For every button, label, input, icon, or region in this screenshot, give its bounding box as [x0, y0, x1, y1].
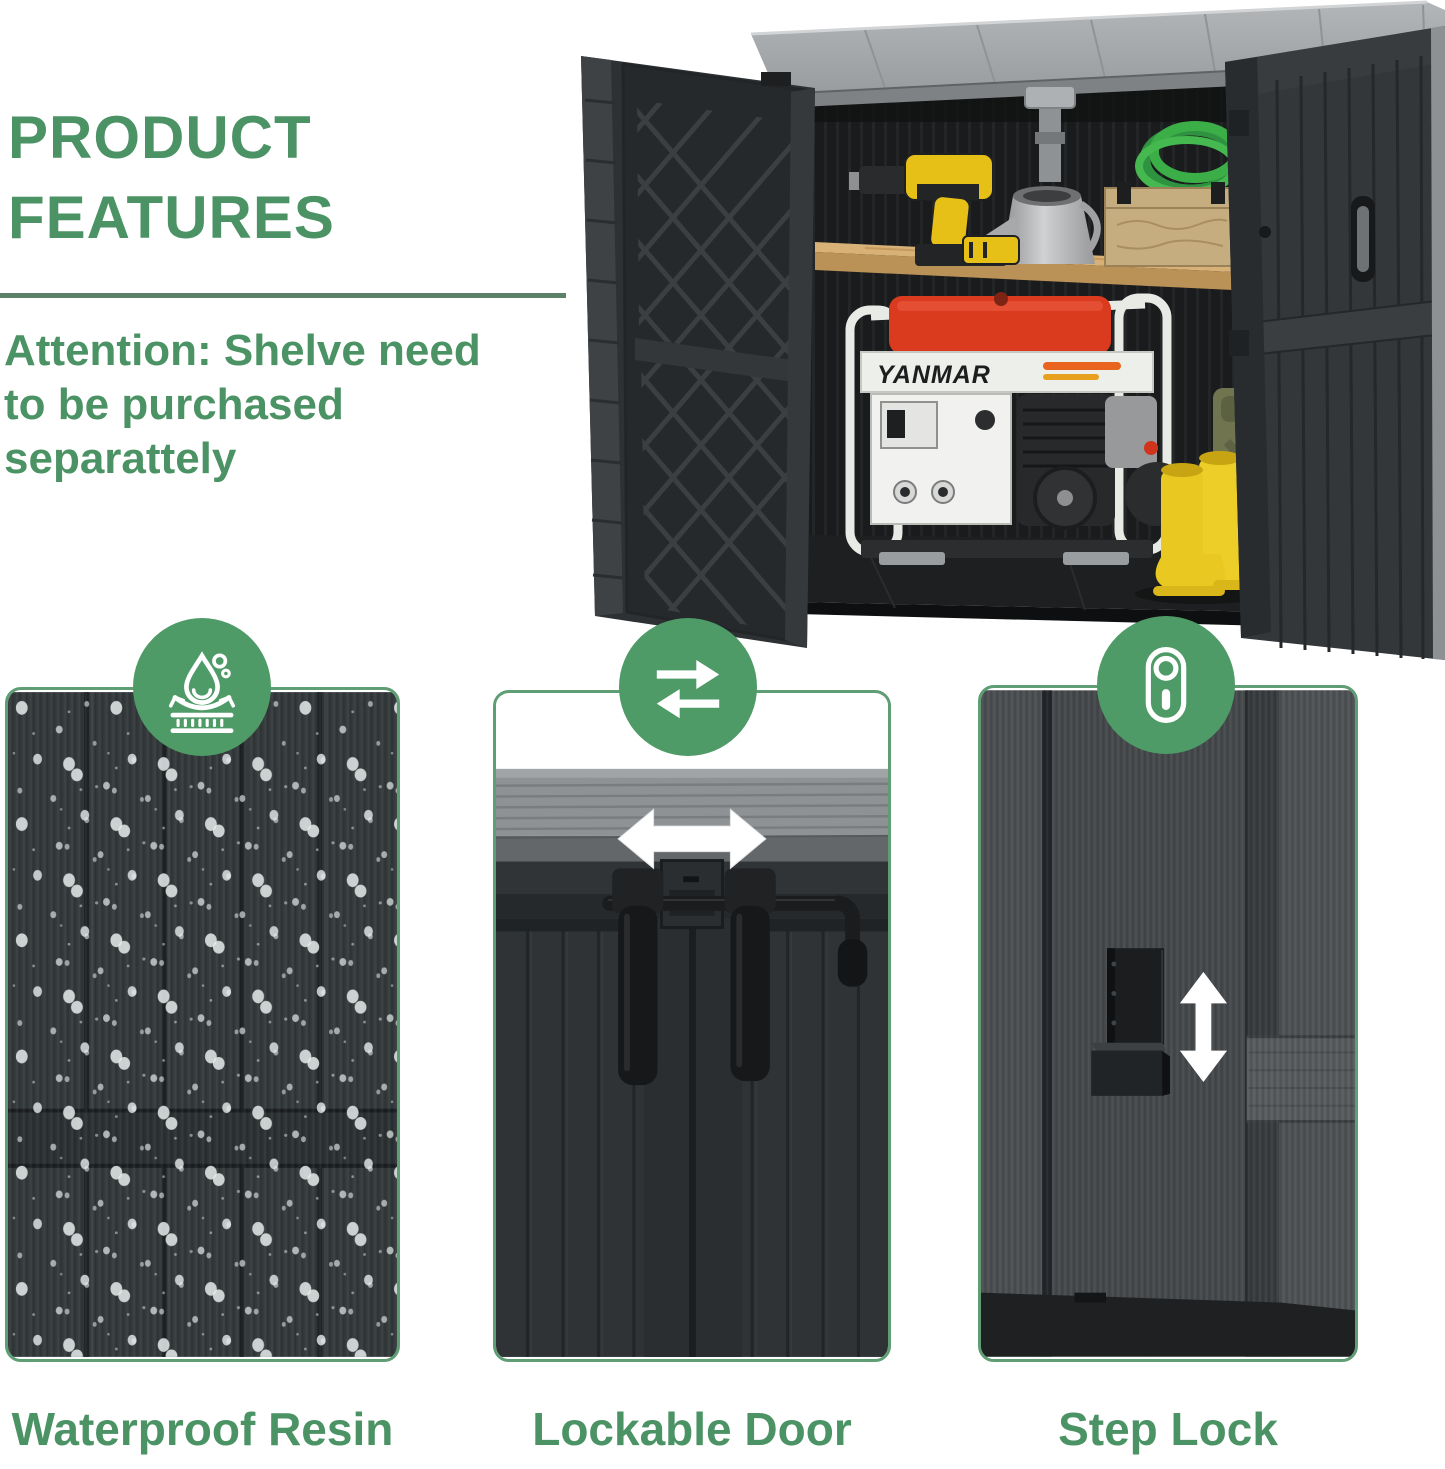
- lockable-door-badge: [619, 618, 757, 756]
- wet-resin-panel-photo: [8, 692, 397, 1359]
- door-latch-panel-photo: [496, 695, 888, 1357]
- step-lock-badge: [1097, 616, 1235, 754]
- water-repellent-icon: [168, 651, 236, 734]
- slide-direction-arrow: [617, 808, 767, 870]
- waterproof-feature-photo: [5, 687, 400, 1362]
- title-divider: [0, 293, 566, 298]
- generator-brand-text: YANMAR: [877, 361, 991, 389]
- feature-label-waterproof: Waterproof Resin: [11, 1403, 394, 1455]
- waterproof-badge: [133, 618, 271, 756]
- feature-label-lockable-door: Lockable Door: [532, 1403, 852, 1455]
- step-lock-panel-photo: [981, 690, 1355, 1357]
- main-product-photo: YANMAR: [581, 0, 1445, 660]
- wooden-crate: [1104, 182, 1238, 267]
- step-lock-feature-photo: [978, 685, 1358, 1362]
- page-title: PRODUCT FEATURES: [8, 104, 335, 251]
- feature-label-step-lock: Step Lock: [1058, 1403, 1278, 1455]
- left-door: [581, 56, 815, 648]
- lid-support-bracket: [1024, 85, 1076, 182]
- step-lock-pedal: [1091, 948, 1170, 1096]
- step-lock-icon: [1145, 647, 1187, 723]
- power-drill: [849, 153, 1020, 266]
- attention-note: Attention: Shelve need to be purchased s…: [4, 326, 481, 483]
- generator: YANMAR: [845, 292, 1189, 565]
- swap-arrows-icon: [656, 659, 720, 719]
- door-latch: [602, 859, 868, 1086]
- vertical-direction-arrow: [1179, 971, 1228, 1083]
- lockable-door-feature-photo: [493, 690, 891, 1362]
- right-door: [1225, 26, 1445, 660]
